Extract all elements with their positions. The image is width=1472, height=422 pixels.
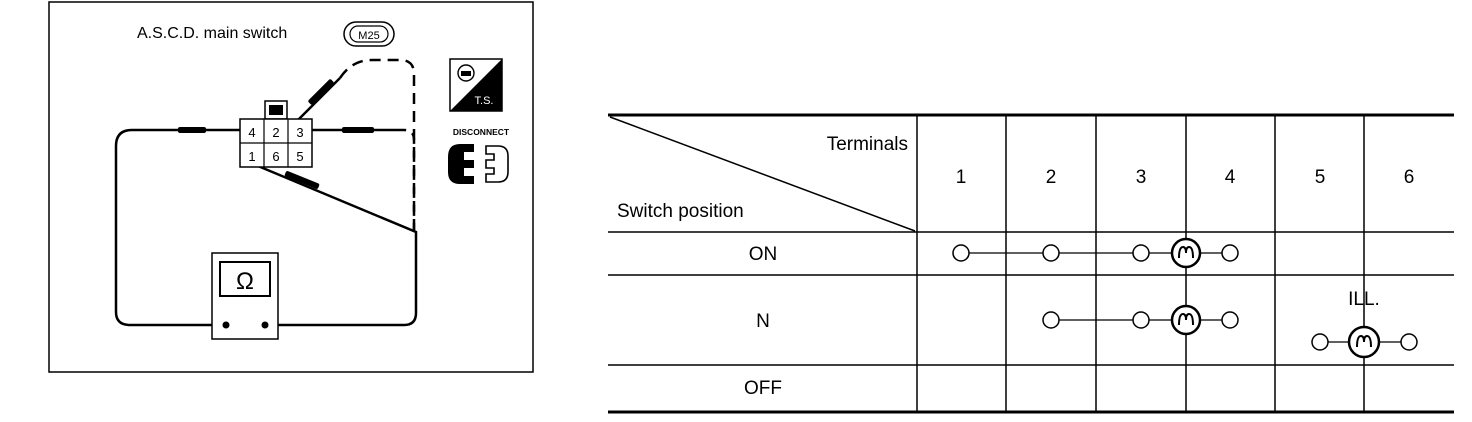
connector-m25: 4 2 3 1 6 5 [239, 100, 313, 168]
meter-terminal [222, 321, 230, 329]
wire-meter-to-pin6 [257, 164, 418, 327]
ts-label: T.S. [475, 95, 494, 107]
terminal-number: 1 [956, 167, 967, 188]
disconnect-group: DISCONNECT [448, 127, 510, 184]
header-diagonal [609, 116, 916, 232]
terminal-node [1042, 244, 1060, 262]
connector-id: M25 [358, 30, 379, 42]
dashed-lead-lower [395, 128, 416, 232]
diagram-frame [48, 1, 534, 373]
switch-label: A.S.C.D. main switch [137, 25, 287, 42]
terminal-number: 6 [1404, 167, 1415, 188]
continuity-table: Terminals Switch position 1 2 3 4 5 6 ON… [608, 113, 1454, 414]
meter-terminal [261, 321, 269, 329]
terminal-node [1400, 333, 1418, 351]
ohm-symbol: Ω [236, 268, 254, 295]
pin-label: 4 [248, 125, 255, 140]
continuity-on [952, 237, 1239, 269]
terminal-number: 4 [1225, 167, 1236, 188]
connector-id-badge: M25 [343, 21, 395, 47]
switch-position-off: OFF [744, 378, 782, 399]
terminal-node [1132, 244, 1150, 262]
header-terminals: Terminals [827, 134, 908, 155]
ignition-key-icon [457, 64, 475, 82]
terminal-node [1042, 311, 1060, 329]
pin-label: 1 [248, 149, 255, 164]
lamp-icon [1170, 237, 1202, 269]
column-dividers [916, 115, 1365, 412]
pin-label: 5 [296, 149, 303, 164]
disconnect-label: DISCONNECT [453, 127, 510, 137]
terminal-node [1221, 311, 1239, 329]
terminal-node [1311, 333, 1329, 351]
diagram-panel: A.S.C.D. main switch M25 [48, 1, 534, 373]
switch-position-on: ON [749, 244, 778, 265]
disconnect-connector-icon [448, 144, 509, 184]
wire-meter-to-pin4 [114, 128, 240, 327]
pin-label: 3 [296, 125, 303, 140]
terminal-number: 3 [1136, 167, 1147, 188]
terminal-node [952, 244, 970, 262]
illumination-label: ILL. [1348, 289, 1380, 310]
switch-position-n: N [756, 311, 770, 332]
pin-label: 6 [272, 149, 279, 164]
header-switch-position: Switch position [617, 201, 744, 222]
terminal-node [1132, 311, 1150, 329]
ts-badge: T.S. [449, 58, 503, 112]
ohmmeter-icon: Ω [211, 252, 279, 340]
terminal-number: 2 [1046, 167, 1057, 188]
pin-label: 2 [272, 125, 279, 140]
continuity-n [1042, 304, 1239, 336]
dashed-leads [338, 58, 416, 232]
terminal-number: 5 [1315, 167, 1326, 188]
probe-icon [178, 79, 374, 189]
lamp-icon [1170, 304, 1202, 336]
lamp-icon [1347, 325, 1381, 359]
terminal-node [1221, 244, 1239, 262]
illumination-circuit: ILL. [1311, 289, 1418, 359]
